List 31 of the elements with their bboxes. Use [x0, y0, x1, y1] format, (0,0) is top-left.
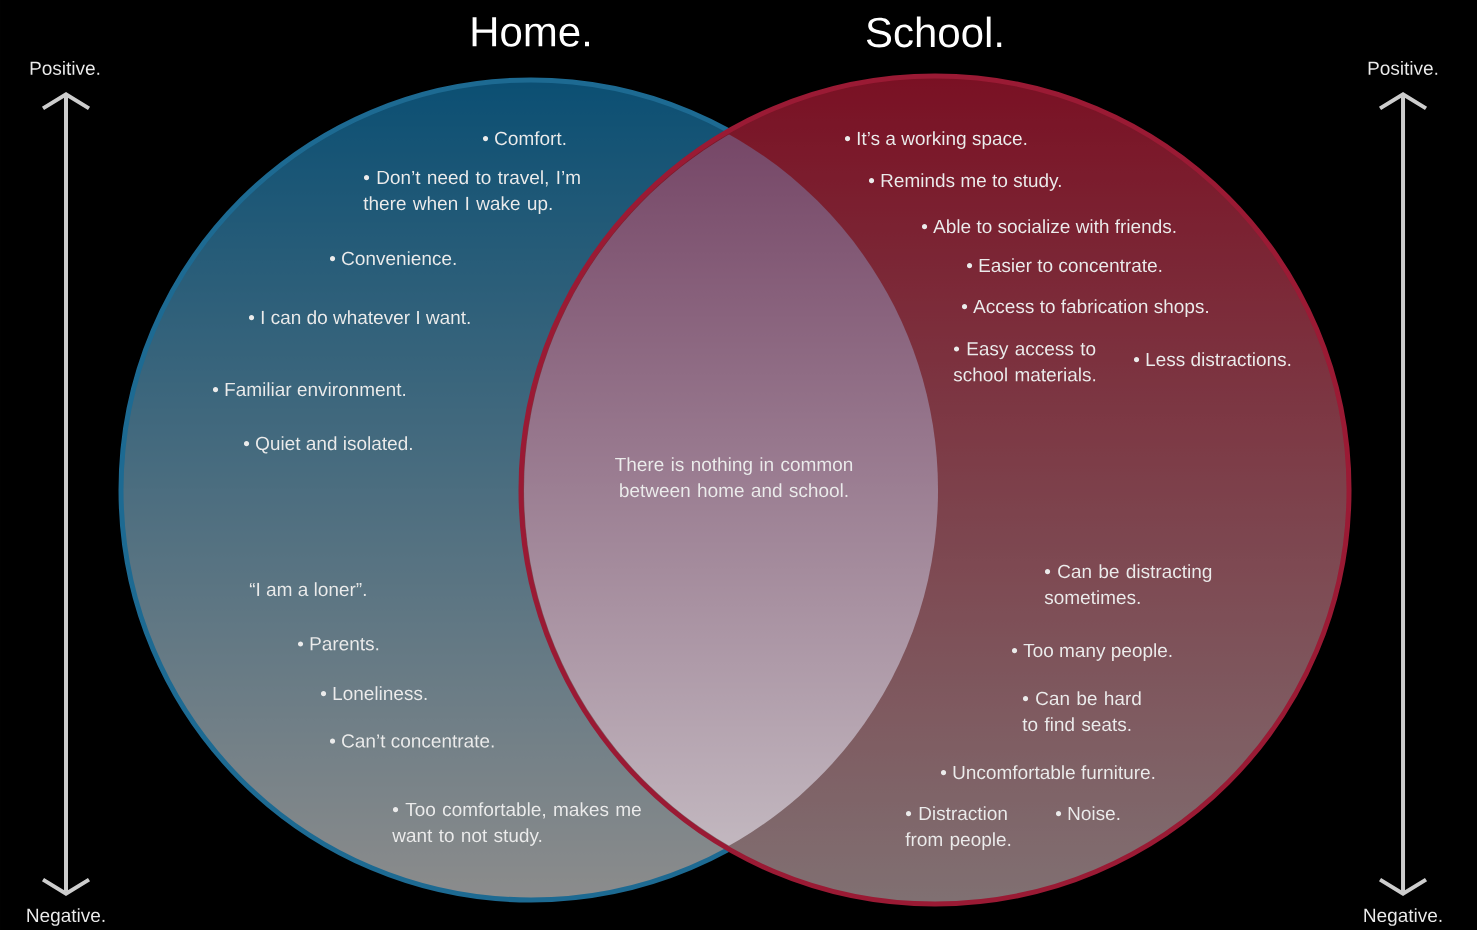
list-item: • Parents.	[297, 637, 379, 651]
list-item: • Reminds me to study.	[868, 173, 1061, 191]
list-item: • Convenience.	[329, 251, 456, 266]
list-item: • Comfort.	[482, 131, 566, 146]
list-item: • Familiar environment.	[212, 382, 406, 397]
circle-title: School.	[866, 16, 1002, 48]
axis-label: Negative.	[27, 908, 105, 926]
list-item: • Easier to concentrate.	[966, 258, 1162, 273]
list-item: • Can be hard to find seats.	[1022, 691, 1141, 732]
list-item: • Loneliness.	[320, 686, 427, 701]
list-item: • Able to socialize with friends.	[921, 219, 1176, 234]
list-item: • Too comfortable, makes me want to not study.	[392, 802, 641, 846]
list-item: • Can’t concentrate.	[329, 734, 494, 748]
list-item: • Easy access to school materials.	[953, 342, 1096, 382]
list-item: • Quiet and isolated.	[243, 436, 412, 454]
list-item: • Too many people.	[1011, 643, 1172, 661]
list-item: “I am a loner”.	[249, 582, 366, 597]
axis-label: Positive.	[30, 61, 100, 75]
list-item: • Access to fabrication shops.	[961, 299, 1208, 317]
axis-label: Positive.	[1368, 61, 1438, 75]
circle-title: Home.	[472, 17, 589, 47]
list-item: • Can be distracting sometimes.	[1044, 564, 1212, 605]
axis-label: Negative.	[1364, 908, 1442, 926]
list-item: • It’s a working space.	[844, 131, 1027, 149]
note-text: There is nothing in common between home and school.	[615, 457, 853, 498]
list-item: • Uncomfortable furniture.	[940, 765, 1155, 780]
list-item: • Don’t need to travel, I’m there when I wake up.	[363, 170, 580, 214]
list-item: • Distraction from people.	[905, 806, 1011, 850]
list-item: • Noise.	[1055, 806, 1120, 821]
list-item: • Less distractions.	[1133, 352, 1291, 367]
list-item: • I can do whatever I want.	[248, 310, 470, 325]
